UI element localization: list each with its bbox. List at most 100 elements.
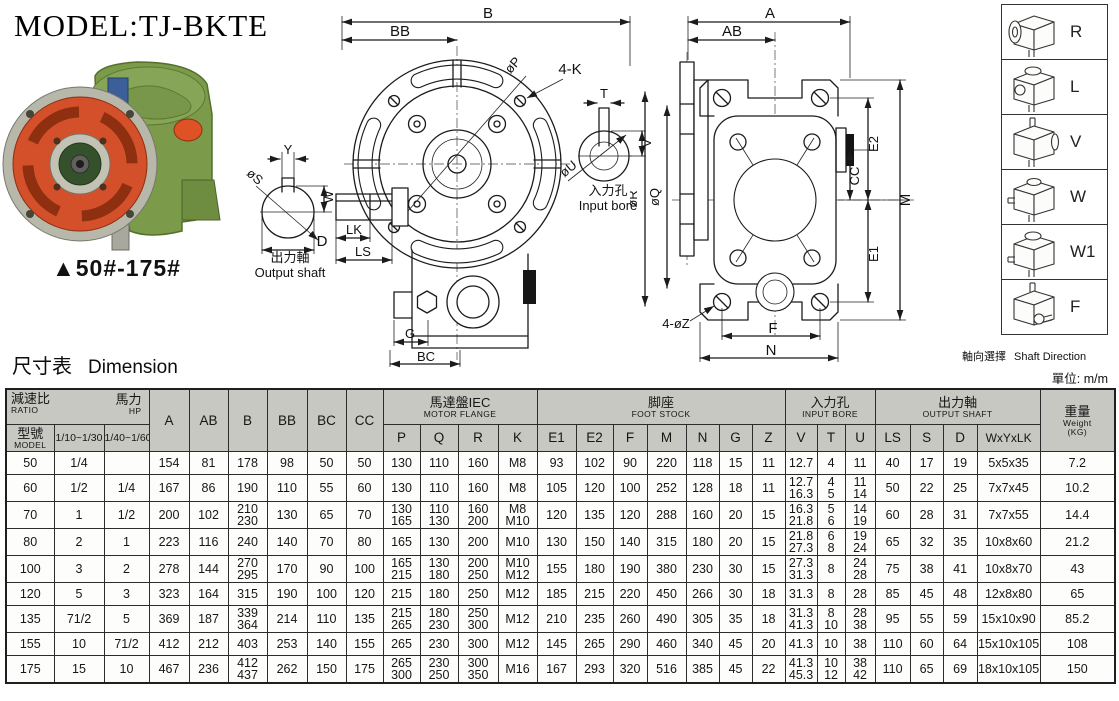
cell-BB: 262 (266, 655, 308, 684)
front-view-drawing: B BB øP 4-K LK (335, 5, 631, 368)
cell-P: 215 265 (382, 605, 421, 633)
shaft-direction-icon-w1 (1007, 231, 1055, 277)
cell-T: 8 (816, 555, 846, 583)
cell-M: 460 (646, 632, 687, 656)
page-title: MODEL:TJ-BKTE (14, 8, 269, 43)
cell-AB: 81 (188, 451, 229, 475)
cell-P: 130 (382, 474, 421, 502)
col-header-F: F (612, 424, 648, 452)
svg-text:CC: CC (847, 167, 862, 186)
shaft-direction-icon-v (1013, 117, 1060, 167)
cell-hp-low: 5 (53, 582, 105, 606)
cell-R: 160 200 (457, 501, 499, 529)
side-view-drawing: A AB M E2 CC E1 F N (662, 5, 914, 362)
cell-V: 27.3 31.3 (784, 555, 818, 583)
col-header-BB: BB (266, 388, 308, 452)
cell-E2: 293 (575, 655, 614, 684)
cell-T: 8 10 (816, 605, 846, 633)
cell-hp-high: 10 (103, 655, 150, 684)
cell-BC: 70 (306, 528, 347, 556)
svg-text:LS: LS (355, 244, 371, 259)
cell-LS: 110 (874, 655, 911, 684)
cell-T: 4 (816, 451, 846, 475)
cell-E2: 135 (575, 501, 614, 529)
cell-B: 270 295 (227, 555, 268, 583)
col-header-E1: E1 (536, 424, 577, 452)
cell-S: 60 (909, 632, 944, 656)
cell-B: 178 (227, 451, 268, 475)
cell-hp-low: 71/2 (53, 605, 105, 633)
cell-B: 403 (227, 632, 268, 656)
cell-E2: 180 (575, 555, 614, 583)
cell-BB: 170 (266, 555, 308, 583)
cell-Q: 230 250 (419, 655, 459, 684)
cell-E1: 145 (536, 632, 577, 656)
cell-LS: 85 (874, 582, 911, 606)
cell-R: 300 (457, 632, 499, 656)
cell-D: 59 (942, 605, 978, 633)
cell-WxYxLK: 15x10x90 (976, 605, 1041, 633)
cell-E2: 215 (575, 582, 614, 606)
cell-E2: 120 (575, 474, 614, 502)
svg-text:øP: øP (501, 54, 523, 76)
cell-N: 305 (685, 605, 720, 633)
cell-LS: 110 (874, 632, 911, 656)
cell-Q: 180 230 (419, 605, 459, 633)
output-shaft-caption: 出力軸 Output shaft (254, 250, 326, 280)
cell-N: 118 (685, 451, 720, 475)
cell-V: 41.3 45.3 (784, 655, 818, 684)
col-header-AB: AB (188, 388, 229, 452)
col-header-ratio-low: 1/10~1/30 (53, 424, 105, 452)
col-header-D: D (942, 424, 978, 452)
col-header-weight: 重量 Weight (KG) (1039, 388, 1116, 452)
col-header-BC: BC (306, 388, 347, 452)
cell-S: 32 (909, 528, 944, 556)
cell-Z: 15 (751, 528, 786, 556)
cell-E1: 120 (536, 501, 577, 529)
cell-hp-high: 1 (103, 528, 150, 556)
col-header-WxYxLK: WxYxLK (976, 424, 1041, 452)
cell-AB: 187 (188, 605, 229, 633)
cell-T: 5 6 (816, 501, 846, 529)
shaft-direction-label: F (1070, 297, 1081, 316)
cell-G: 20 (718, 501, 753, 529)
cell-P: 130 (382, 451, 421, 475)
cell-D: 69 (942, 655, 978, 684)
cell-M: 450 (646, 582, 687, 606)
cell-BB: 190 (266, 582, 308, 606)
cell-model: 175 (5, 655, 55, 684)
svg-text:4-øZ: 4-øZ (662, 316, 690, 331)
cell-F: 120 (612, 501, 648, 529)
cell-weight-kg: 10.2 (1039, 474, 1116, 502)
col-header-M: M (646, 424, 687, 452)
shaft-direction-option-l: L (1001, 59, 1108, 115)
cell-CC: 80 (345, 528, 384, 556)
cell-LS: 95 (874, 605, 911, 633)
col-header-CC: CC (345, 388, 384, 452)
cell-G: 30 (718, 555, 753, 583)
svg-text:LK: LK (346, 222, 362, 237)
shaft-direction-label: V (1070, 132, 1082, 151)
cell-A: 467 (148, 655, 190, 684)
cell-E1: 155 (536, 555, 577, 583)
cell-Q: 110 130 (419, 501, 459, 529)
cell-E2: 150 (575, 528, 614, 556)
col-header-V: V (784, 424, 818, 452)
cell-LS: 60 (874, 501, 911, 529)
cell-weight-kg: 150 (1039, 655, 1116, 684)
cell-N: 128 (685, 474, 720, 502)
cell-WxYxLK: 7x7x55 (976, 501, 1041, 529)
cell-A: 223 (148, 528, 190, 556)
shaft-direction-label: W (1070, 187, 1087, 206)
cell-BC: 50 (306, 451, 347, 475)
col-header-A: A (148, 388, 190, 452)
cell-V: 31.3 (784, 582, 818, 606)
cell-T: 4 5 (816, 474, 846, 502)
